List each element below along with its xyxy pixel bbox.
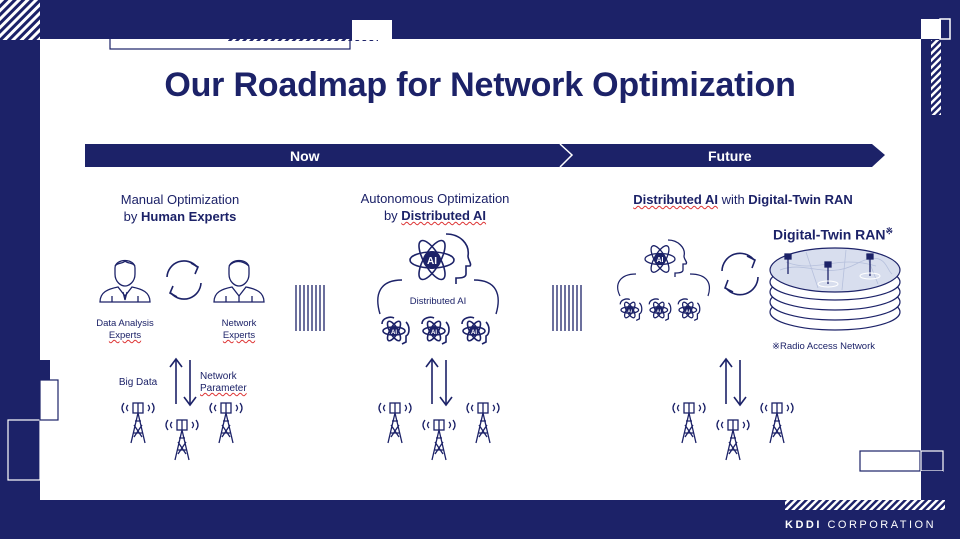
digital-twin-mark: ※ <box>885 226 894 236</box>
col1-right-person-label-1: Network <box>221 318 257 329</box>
col3-heading: Distributed AI with Digital-Twin RAN <box>598 191 888 208</box>
ai-head-text: AI <box>427 256 437 267</box>
distributed-arc-col3 <box>617 273 711 297</box>
col2-heading-by: by <box>383 208 402 223</box>
svg-text:AI: AI <box>685 308 690 314</box>
col2-heading-bold: Distributed AI <box>401 208 487 223</box>
ai-head-text-col3: AI <box>657 257 664 264</box>
digital-twin-label: Digital-Twin RAN※ <box>773 226 893 243</box>
radio-tower-icon <box>760 402 794 444</box>
company-footer-rest: CORPORATION <box>821 519 937 531</box>
small-ai-head-icon: AI <box>381 316 410 345</box>
col1-left-person-label-1: Data Analysis <box>96 318 154 329</box>
small-ai-head-icon: AI <box>648 298 672 321</box>
svg-text:AI: AI <box>391 330 397 336</box>
digital-twin-stack <box>769 247 901 331</box>
col1-right-person-label: Network Experts <box>206 318 272 342</box>
updown-arrows-col1 <box>169 357 197 407</box>
col1-right-person-label-2: Experts <box>222 330 256 341</box>
small-ai-head-icon: AI <box>677 298 701 321</box>
radio-tower-icon <box>466 402 500 444</box>
big-data-label: Big Data <box>118 377 158 388</box>
company-footer-bold: KDDI <box>785 519 822 531</box>
svg-text:AI: AI <box>656 308 661 314</box>
col3-heading-with: with <box>717 192 749 207</box>
timeline-now-label: Now <box>290 148 320 164</box>
col1-heading: Manual Optimization by Human Experts <box>95 191 265 225</box>
svg-text:AI: AI <box>627 308 632 314</box>
page-title: Our Roadmap for Network Optimization <box>164 66 796 104</box>
separator-barcode-1 <box>295 285 325 331</box>
col1-heading-bold: Human Experts <box>140 209 237 224</box>
radio-tower-icon <box>378 402 412 444</box>
col1-left-person-label-2: Experts <box>108 330 142 341</box>
network-parameter-label: Network Parameter <box>200 371 256 395</box>
distributed-arc <box>377 279 499 315</box>
col3-heading-bold1: Distributed AI <box>633 192 718 207</box>
svg-text:AI: AI <box>471 330 477 336</box>
separator-barcode-2 <box>552 285 582 331</box>
col1-heading-line1: Manual Optimization <box>120 192 240 207</box>
company-footer: KDDI CORPORATION <box>785 519 936 531</box>
col2-heading: Autonomous Optimization by Distributed A… <box>340 190 530 224</box>
ai-head-atom-icon-col3: AI <box>644 239 688 277</box>
corner-stripes-top-left <box>0 0 40 40</box>
distributed-ai-label: Distributed AI <box>409 296 467 307</box>
svg-text:AI: AI <box>431 330 437 336</box>
digital-twin-label-text: Digital-Twin RAN <box>773 226 886 243</box>
radio-tower-icon <box>165 419 199 461</box>
network-parameter-label-2: Parameter <box>200 383 247 394</box>
ai-head-atom-icon: AI <box>409 233 472 284</box>
col2-heading-line1: Autonomous Optimization <box>360 191 510 206</box>
refresh-cycle-icon-col1 <box>166 260 202 300</box>
radio-tower-icon <box>672 402 706 444</box>
col3-heading-bold2: Digital-Twin RAN <box>748 192 853 207</box>
footnote-ran: ※Radio Access Network <box>772 341 875 352</box>
radio-tower-icon <box>716 419 750 461</box>
updown-arrows-col2 <box>425 357 453 407</box>
radio-tower-icon <box>121 402 155 444</box>
radio-tower-icon <box>422 419 456 461</box>
col1-left-person-label: Data Analysis Experts <box>88 318 162 342</box>
updown-arrows-col3 <box>719 357 747 407</box>
small-ai-head-icon: AI <box>619 298 643 321</box>
radio-tower-icon <box>209 402 243 444</box>
person-icon-right <box>213 259 265 303</box>
network-parameter-label-1: Network <box>200 371 237 382</box>
small-ai-head-icon: AI <box>461 316 490 345</box>
timeline-future-label: Future <box>708 148 752 164</box>
refresh-cycle-icon-col3 <box>721 252 759 296</box>
col1-heading-by: by <box>123 209 141 224</box>
person-icon-left <box>99 259 151 303</box>
small-ai-head-icon: AI <box>421 316 450 345</box>
